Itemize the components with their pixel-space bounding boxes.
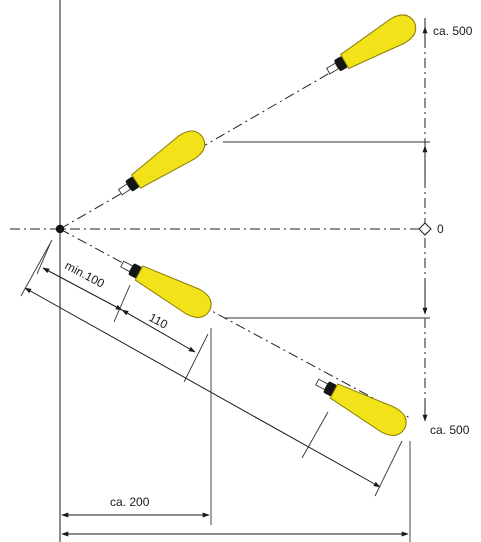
bottom-distance-label: ca. 500 bbox=[430, 423, 470, 437]
top-distance-label: ca. 500 bbox=[433, 24, 473, 38]
overall-ext-start bbox=[20, 239, 53, 297]
ray-lower bbox=[59, 228, 411, 419]
min-distance-ext-end bbox=[113, 284, 131, 323]
handle-length-ext-end bbox=[183, 333, 209, 383]
yellow-handle-icon bbox=[120, 260, 212, 318]
yellow-handle-icon bbox=[326, 14, 417, 75]
zero-label: 0 bbox=[437, 222, 444, 236]
overall-diagonal-dimension bbox=[24, 287, 381, 488]
overall-ext-end bbox=[374, 440, 403, 497]
yellow-handle-icon bbox=[117, 130, 206, 196]
overall-ext-mid bbox=[301, 411, 329, 459]
min-distance-label: min.100 bbox=[63, 258, 108, 291]
zero-marker bbox=[418, 222, 432, 236]
ray-upper bbox=[59, 43, 381, 230]
horizontal-distance-label: ca. 200 bbox=[110, 495, 150, 509]
yellow-handle-icon bbox=[315, 378, 407, 436]
handle-length-label: 110 bbox=[147, 310, 171, 331]
min-distance-ext-start bbox=[36, 243, 51, 275]
